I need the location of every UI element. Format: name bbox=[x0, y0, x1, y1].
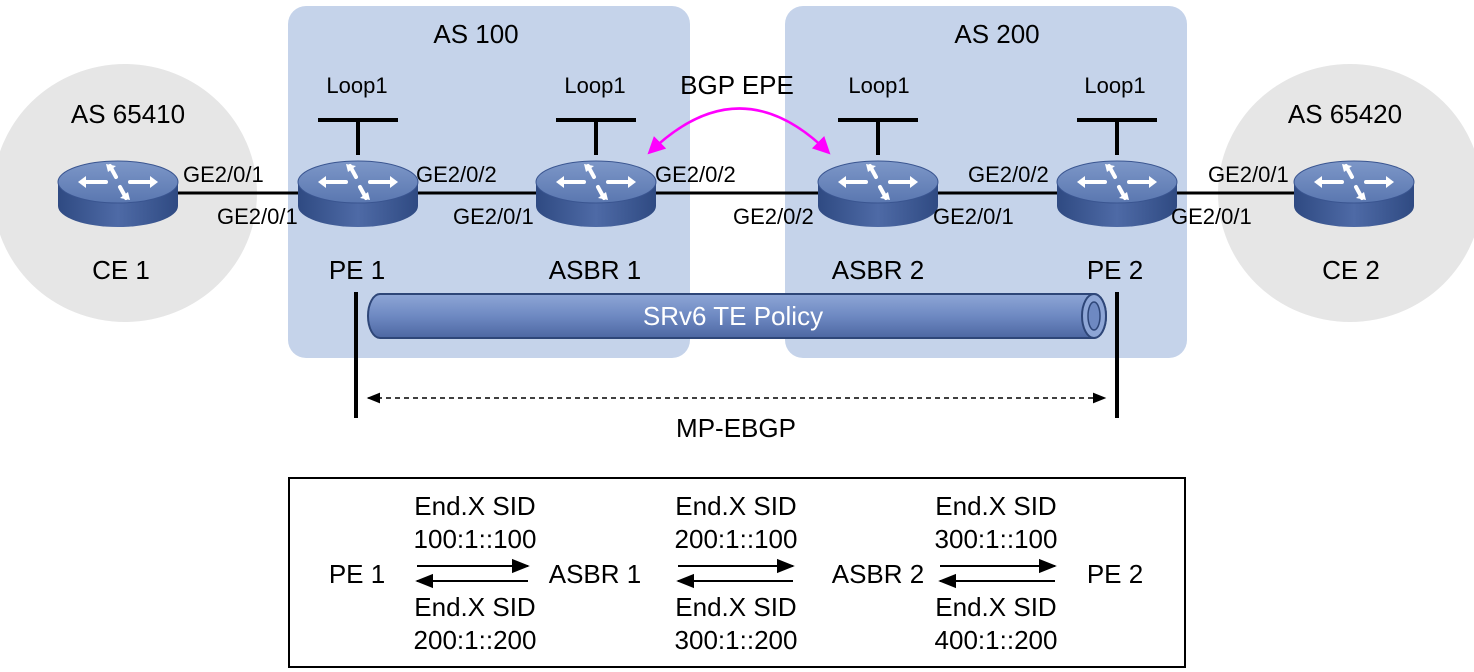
pe2-loopback-label: Loop1 bbox=[1084, 73, 1146, 98]
router-asbr1-icon bbox=[534, 159, 658, 229]
pe1-loopback-label: Loop1 bbox=[326, 73, 388, 98]
asbr1-ge-right-label: GE2/0/2 bbox=[655, 162, 736, 187]
loopback-asbr2 bbox=[838, 118, 918, 155]
asbr1-ge-left-label: GE2/0/1 bbox=[453, 204, 534, 229]
as100-label: AS 100 bbox=[433, 19, 519, 49]
sid-node-asbr1: ASBR 1 bbox=[548, 559, 642, 589]
sid-link1-reverse-sid: 200:1::200 bbox=[413, 625, 537, 655]
sid-node-pe2: PE 2 bbox=[1086, 559, 1144, 589]
as65420-label: AS 65420 bbox=[1287, 99, 1403, 129]
bgp-epe-arrow bbox=[647, 107, 831, 155]
sid-link2-forward-sid: 200:1::100 bbox=[674, 524, 798, 554]
sid-link2-reverse-label: End.X SID bbox=[675, 592, 797, 622]
loopback-pe1 bbox=[318, 118, 398, 155]
ce1-name: CE 1 bbox=[92, 255, 150, 285]
router-ce2-icon bbox=[1292, 159, 1416, 229]
as200-label: AS 200 bbox=[954, 19, 1040, 49]
asbr1-name: ASBR 1 bbox=[548, 255, 642, 285]
bgp-epe-label: BGP EPE bbox=[680, 70, 794, 100]
sid-link3-reverse-label: End.X SID bbox=[935, 592, 1057, 622]
ce2-ge-left-label: GE2/0/1 bbox=[1208, 162, 1289, 187]
sid-link1-forward-label: End.X SID bbox=[414, 491, 536, 521]
asbr2-name: ASBR 2 bbox=[831, 255, 925, 285]
sid-link3-reverse-sid: 400:1::200 bbox=[934, 625, 1058, 655]
router-asbr2-icon bbox=[816, 159, 940, 229]
asbr1-loopback-label: Loop1 bbox=[564, 73, 626, 98]
sid-link2-forward-label: End.X SID bbox=[675, 491, 797, 521]
pe2-ge-right-label: GE2/0/1 bbox=[1171, 204, 1252, 229]
as200-region bbox=[785, 6, 1187, 358]
loopback-pe2 bbox=[1077, 118, 1157, 155]
router-pe2-icon bbox=[1055, 159, 1179, 229]
sid-node-pe1: PE 1 bbox=[328, 559, 386, 589]
sid-table-box bbox=[288, 477, 1186, 668]
asbr2-loopback-label: Loop1 bbox=[848, 73, 910, 98]
asbr2-ge-right-label: GE2/0/1 bbox=[933, 204, 1014, 229]
sid-link2-reverse-sid: 300:1::200 bbox=[674, 625, 798, 655]
router-pe1-icon bbox=[296, 159, 420, 229]
pe1-ge-left-label: GE2/0/1 bbox=[217, 204, 298, 229]
pe2-ge-left-label: GE2/0/2 bbox=[968, 162, 1049, 187]
loopback-asbr1 bbox=[556, 118, 636, 155]
ce2-name: CE 2 bbox=[1322, 255, 1380, 285]
srv6-te-policy-tunnel bbox=[367, 293, 1107, 339]
sid-link3-forward-label: End.X SID bbox=[935, 491, 1057, 521]
sid-node-asbr2: ASBR 2 bbox=[831, 559, 925, 589]
as65410-label: AS 65410 bbox=[70, 99, 186, 129]
pe1-ge-right-label: GE2/0/2 bbox=[416, 162, 497, 187]
pe2-name: PE 2 bbox=[1086, 255, 1144, 285]
mp-ebgp-label: MP-EBGP bbox=[676, 413, 796, 443]
sid-link1-forward-sid: 100:1::100 bbox=[413, 524, 537, 554]
ce1-ge-right-label: GE2/0/1 bbox=[183, 162, 264, 187]
pe1-name: PE 1 bbox=[328, 255, 386, 285]
asbr2-ge-left-label: GE2/0/2 bbox=[733, 204, 814, 229]
sid-link1-reverse-label: End.X SID bbox=[414, 592, 536, 622]
srv6-te-policy-label: SRv6 TE Policy bbox=[642, 301, 824, 331]
as100-region bbox=[288, 6, 690, 358]
sid-link3-forward-sid: 300:1::100 bbox=[934, 524, 1058, 554]
router-ce1-icon bbox=[56, 159, 180, 229]
